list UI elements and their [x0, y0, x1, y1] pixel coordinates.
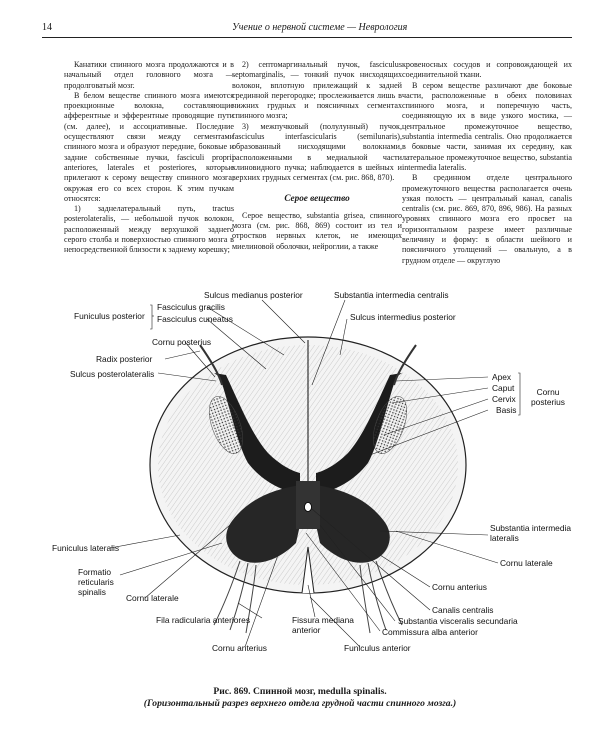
left-posterior-horn: [214, 373, 300, 495]
running-title: Учение о нервной системе — Неврология: [232, 22, 408, 33]
left-anterior-rootlets: [213, 560, 257, 634]
label-apex: Apex: [492, 372, 512, 382]
label-cornu-anterius-right: Cornu anterius: [432, 582, 487, 592]
label-substantia-intermedia-lateralis: Substantia intermedia lateralis: [490, 523, 572, 543]
running-header: 14 Учение о нервной системе — Неврология: [42, 22, 572, 38]
label-sulcus-intermedius-posterior: Sulcus intermedius posterior: [350, 312, 456, 322]
label-cornu-posterius-top: Cornu posterius: [152, 337, 212, 347]
label-funiculus-lateralis: Funiculus lateralis: [52, 543, 120, 553]
paragraph: 2) септомаргинальный пучок, fasciculus s…: [232, 60, 402, 121]
paragraph: В белом веществе спинного мозга имеются …: [64, 90, 234, 203]
paragraph: В срединном отделе центрального промежут…: [402, 173, 572, 265]
label-fasciculus-gracilis: Fasciculus gracilis: [157, 302, 225, 312]
label-cornu-laterale-right: Cornu laterale: [500, 558, 553, 568]
text-column-3: кровеносных сосудов и сопровождающей их …: [402, 60, 572, 266]
label-substantia-intermedia-centralis: Substantia intermedia centralis: [334, 290, 449, 300]
page-number: 14: [42, 22, 52, 33]
section-heading: Серое вещество: [284, 192, 350, 203]
caption-title: Рис. 869. Спинной мозг, medulla spinalis…: [213, 686, 387, 697]
spinal-cord-figure: Sulcus medianus posterior Substantia int…: [0, 285, 600, 675]
right-posterior-root: [393, 344, 417, 386]
paragraph: Канатики спинного мозга продолжаются и в…: [64, 60, 234, 90]
leader-lines: [109, 299, 521, 648]
label-cornu-posterius-group: Cornu posterius: [531, 387, 565, 407]
left-substantia-gelatinosa: [209, 396, 243, 454]
label-caput: Caput: [492, 383, 515, 393]
label-fila-radicularia: Fila radicularia anteriores: [156, 615, 251, 625]
label-radix-posterior: Radix posterior: [96, 354, 153, 364]
label-fissura-mediana: Fissura mediana anterior: [292, 615, 354, 635]
paragraph: Серое вещество, substantia grisea, спинн…: [232, 210, 402, 251]
anterior-median-fissure: [301, 546, 315, 594]
figure-caption: Рис. 869. Спинной мозг, medulla spinalis…: [0, 686, 600, 710]
paragraph: В сером веществе различают две боковые ч…: [402, 80, 572, 172]
paragraph: кровеносных сосудов и сопровождающей их …: [402, 60, 572, 80]
text-column-2: 2) септомаргинальный пучок, fasciculus s…: [232, 60, 402, 252]
right-substantia-gelatinosa: [373, 396, 407, 454]
label-canalis-centralis: Canalis centralis: [432, 605, 494, 615]
text-column-1: Канатики спинного мозга продолжаются и в…: [64, 60, 234, 256]
central-canal: [304, 502, 312, 512]
label-cervix: Cervix: [492, 394, 516, 404]
label-sulcus-posterolateralis: Sulcus posterolateralis: [70, 369, 155, 379]
label-basis: Basis: [496, 405, 517, 415]
label-sulcus-medianus-posterior: Sulcus medianus posterior: [204, 290, 303, 300]
left-posterior-root: [199, 344, 223, 386]
left-anterior-horn: [226, 485, 300, 563]
header-rule: [42, 37, 572, 38]
label-substantia-visceralis: Substantia visceralis secundaria: [398, 616, 518, 626]
label-formatio-reticularis: Formatio reticularis spinalis: [78, 567, 114, 597]
label-funiculus-anterior: Funiculus anterior: [344, 643, 411, 653]
caption-subtitle: (Горизонтальный разрез верхнего отдела г…: [143, 698, 457, 709]
label-cornu-laterale-left: Cornu laterale: [126, 593, 179, 603]
spinal-cord-illustration: [109, 299, 521, 648]
paragraph: 1) заднелатеральный путь, tractus poster…: [64, 204, 234, 255]
label-fasciculus-cuneatus: Fasciculus cuneatus: [157, 314, 233, 324]
label-funiculus-posterior: Funiculus posterior: [74, 311, 145, 321]
label-commissura-alba: Commissura alba anterior: [382, 627, 478, 637]
label-cornu-anterius-bottom: Cornu anterius: [212, 643, 267, 653]
right-posterior-horn: [316, 373, 402, 495]
paragraph: 3) межпучковый (полулунный) пучок, fasci…: [232, 121, 402, 183]
